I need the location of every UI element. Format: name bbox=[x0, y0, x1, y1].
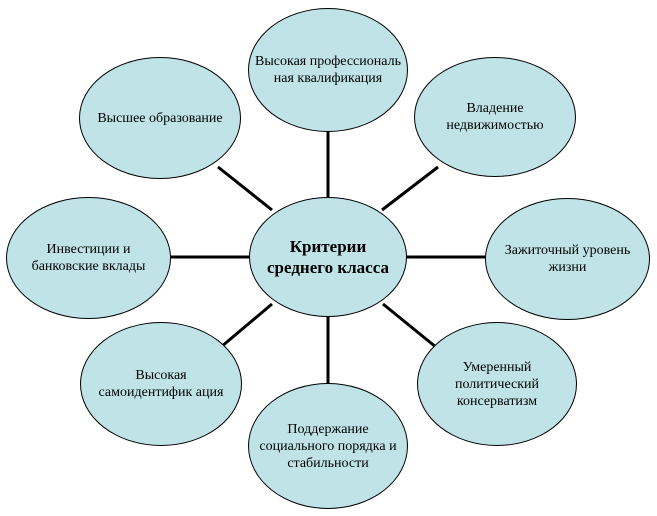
node-prosperous-living: Зажиточный уровень жизни bbox=[485, 198, 650, 320]
connector-top-left bbox=[217, 165, 273, 212]
node-label: Высшее образование bbox=[97, 110, 223, 126]
center-node: Критерии среднего класса bbox=[249, 197, 407, 317]
node-label: Зажиточный уровень жизни bbox=[504, 243, 631, 275]
node-label: Владение недвижимостью bbox=[446, 101, 544, 133]
connector-bottom-right bbox=[382, 302, 443, 354]
node-self-identification: Высокая самоидентифик ация bbox=[80, 322, 242, 446]
node-label: Инвестиции и банковские вклады bbox=[31, 242, 146, 274]
node-label: Высокая профессиональ ная квалификация bbox=[255, 54, 401, 86]
node-political-conservatism: Умеренный политический консерватизм bbox=[417, 322, 577, 446]
center-label: Критерии среднего класса bbox=[267, 237, 389, 277]
node-higher-education: Высшее образование bbox=[79, 57, 241, 179]
connector-bottom-left bbox=[214, 302, 273, 354]
connector-top-right bbox=[381, 165, 439, 212]
node-label: Поддержание социального порядка и стабил… bbox=[259, 421, 397, 471]
node-social-order: Поддержание социального порядка и стабил… bbox=[248, 383, 408, 509]
node-label: Умеренный политический консерватизм bbox=[455, 359, 539, 409]
node-investments: Инвестиции и банковские вклады bbox=[6, 197, 171, 319]
node-professional-qualification: Высокая профессиональ ная квалификация bbox=[248, 8, 408, 132]
node-real-estate: Владение недвижимостью bbox=[414, 57, 576, 177]
node-label: Высокая самоидентифик ация bbox=[98, 368, 224, 400]
